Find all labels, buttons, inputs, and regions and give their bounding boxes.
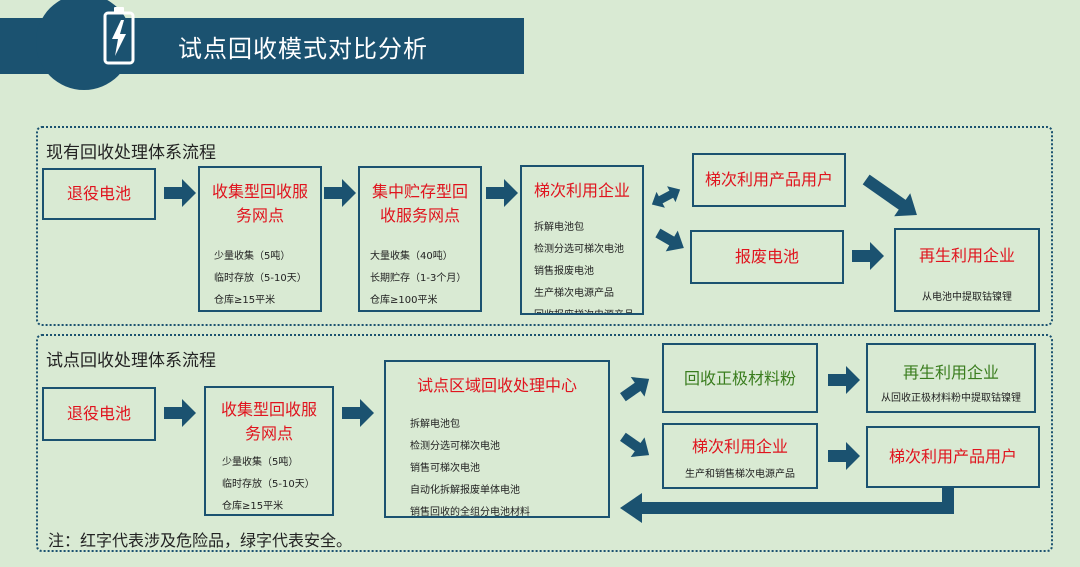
existing-retired-label: 退役电池 xyxy=(66,184,131,203)
arrow-icon xyxy=(620,377,650,402)
pilot-powder-box: 回收正极材料粉 xyxy=(662,343,818,413)
list-item: 销售报废电池 xyxy=(534,266,594,277)
pilot-recycle-box: 再生利用企业 从回收正极材料粉中提取钴镍锂 xyxy=(866,343,1036,413)
existing-users-box: 梯次利用产品用户 xyxy=(692,153,846,207)
existing-flow-title: 现有回收处理体系流程 xyxy=(46,143,216,163)
pilot-flow-section xyxy=(36,334,1053,552)
pilot-users-label: 梯次利用产品用户 xyxy=(888,447,1017,466)
arrow-icon xyxy=(655,228,684,252)
list-item: 长期贮存（1-3个月） xyxy=(370,273,467,284)
arrow-icon xyxy=(620,432,650,457)
double-arrow-icon xyxy=(651,186,681,208)
list-item: 大量收集（40吨） xyxy=(370,251,453,262)
list-item: 少量收集（5吨） xyxy=(222,457,299,468)
arrow-icon xyxy=(486,179,518,207)
arrow-icon xyxy=(164,399,196,427)
list-item: 仓库≥15平米 xyxy=(222,501,284,512)
existing-retired-box: 退役电池 xyxy=(42,168,156,220)
existing-cascade-title: 梯次利用企业 xyxy=(533,181,630,200)
list-item: 检测分选可梯次电池 xyxy=(410,441,500,452)
existing-recycle-title: 再生利用企业 xyxy=(918,246,1015,265)
pilot-recycle-title: 再生利用企业 xyxy=(902,363,999,382)
arrow-icon xyxy=(862,174,917,217)
pilot-powder-label: 回收正极材料粉 xyxy=(683,369,796,388)
arrow-icon xyxy=(828,366,860,394)
list-item: 销售可梯次电池 xyxy=(410,463,480,474)
pilot-center-title: 试点区域回收处理中心 xyxy=(416,376,577,395)
list-item: 检测分选可梯次电池 xyxy=(534,244,624,255)
legend-note: 注：红字代表涉及危险品，绿字代表安全。 xyxy=(48,531,353,550)
pilot-collect-list: 少量收集（5吨） 临时存放（5-10天） 仓库≥15平米 xyxy=(222,452,315,518)
existing-users-label: 梯次利用产品用户 xyxy=(704,170,833,189)
existing-central-title: 集中贮存型回收服务网点 xyxy=(371,182,468,225)
pilot-retired-label: 退役电池 xyxy=(66,404,131,423)
list-item: 拆解电池包 xyxy=(410,419,460,430)
existing-central-list: 大量收集（40吨） 长期贮存（1-3个月） 仓库≥100平米 xyxy=(370,246,466,312)
existing-flow-section xyxy=(36,126,1053,326)
list-item: 生产梯次电源产品 xyxy=(534,288,614,299)
pilot-center-box: 试点区域回收处理中心 拆解电池包 检测分选可梯次电池 销售可梯次电池 自动化拆解… xyxy=(384,360,610,518)
existing-scrap-label: 报废电池 xyxy=(734,247,799,266)
pilot-cascade-box: 梯次利用企业 生产和销售梯次电源产品 xyxy=(662,423,818,489)
existing-collect-list: 少量收集（5吨） 临时存放（5-10天） 仓库≥15平米 xyxy=(214,246,307,312)
list-item: 仓库≥100平米 xyxy=(370,295,438,306)
arrow-icon xyxy=(324,179,356,207)
battery-icon xyxy=(103,7,135,65)
list-item: 临时存放（5-10天） xyxy=(214,273,307,284)
list-item: 自动化拆解报废单体电池 xyxy=(410,485,520,496)
existing-recycle-sub: 从电池中提取钴镍锂 xyxy=(922,292,1012,303)
existing-scrap-box: 报废电池 xyxy=(690,230,844,284)
existing-collect-title: 收集型回收服务网点 xyxy=(211,182,308,225)
list-item: 回收报废梯次电源产品 xyxy=(534,305,634,313)
return-arrow-icon xyxy=(620,488,954,523)
existing-cascade-box: 梯次利用企业 拆解电池包 检测分选可梯次电池 销售报废电池 生产梯次电源产品 回… xyxy=(520,165,644,315)
list-item: 拆解电池包 xyxy=(534,222,584,233)
list-item: 临时存放（5-10天） xyxy=(222,479,315,490)
header-badge xyxy=(36,0,135,90)
arrow-icon xyxy=(164,179,196,207)
pilot-collect-title: 收集型回收服务网点 xyxy=(220,400,317,443)
list-item: 仓库≥15平米 xyxy=(214,295,276,306)
pilot-retired-box: 退役电池 xyxy=(42,387,156,441)
pilot-cascade-sub: 生产和销售梯次电源产品 xyxy=(685,469,795,480)
arrow-icon xyxy=(828,442,860,470)
pilot-users-box: 梯次利用产品用户 xyxy=(866,426,1040,488)
pilot-flow-title: 试点回收处理体系流程 xyxy=(46,351,216,371)
pilot-recycle-sub: 从回收正极材料粉中提取钴镍锂 xyxy=(881,393,1021,404)
existing-central-box: 集中贮存型回收服务网点 大量收集（40吨） 长期贮存（1-3个月） 仓库≥100… xyxy=(358,166,482,312)
arrow-icon xyxy=(342,399,374,427)
pilot-center-list: 拆解电池包 检测分选可梯次电池 销售可梯次电池 自动化拆解报废单体电池 销售回收… xyxy=(410,414,530,524)
pilot-collect-box: 收集型回收服务网点 少量收集（5吨） 临时存放（5-10天） 仓库≥15平米 xyxy=(204,386,334,516)
existing-collect-box: 收集型回收服务网点 少量收集（5吨） 临时存放（5-10天） 仓库≥15平米 xyxy=(198,166,322,312)
list-item: 少量收集（5吨） xyxy=(214,251,291,262)
existing-cascade-list: 拆解电池包 检测分选可梯次电池 销售报废电池 生产梯次电源产品 回收报废梯次电源… xyxy=(534,217,634,313)
pilot-cascade-title: 梯次利用企业 xyxy=(691,437,788,456)
arrow-icon xyxy=(852,242,884,270)
page-title: 试点回收模式对比分析 xyxy=(178,35,428,63)
existing-recycle-box: 再生利用企业 从电池中提取钴镍锂 xyxy=(894,228,1040,312)
list-item: 销售回收的全组分电池材料 xyxy=(410,507,530,518)
